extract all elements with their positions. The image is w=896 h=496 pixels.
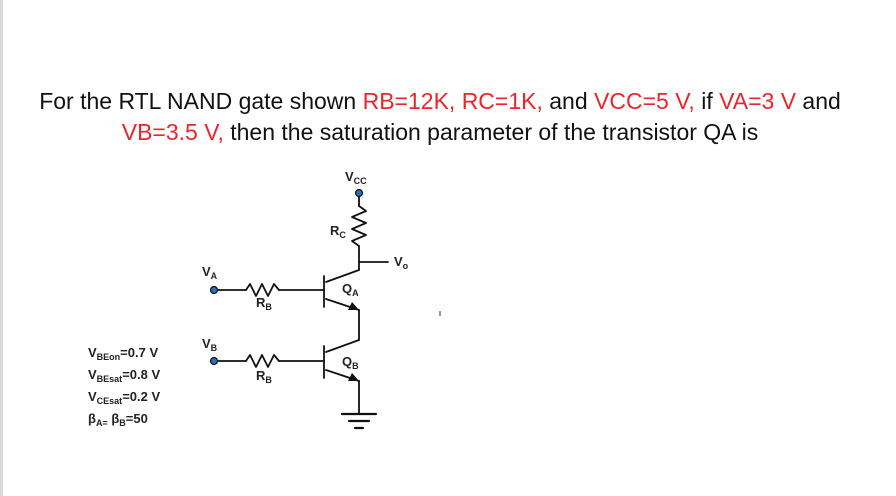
qb-emitter-arrow	[348, 373, 359, 381]
qa-emitter-arrow	[348, 302, 359, 310]
qa-collector-lead	[325, 269, 360, 283]
slide-left-border	[0, 0, 3, 496]
vb-label: VB	[202, 336, 218, 353]
rc-label: RC	[330, 223, 346, 240]
va-terminal	[209, 285, 219, 295]
question-text: For the RTL NAND gate shown RB=12K, RC=1…	[0, 86, 880, 148]
transistor-parameters: VBEon=0.7 V VBEsat=0.8 V VCEsat=0.2 V βA…	[88, 344, 160, 432]
qb-collector-lead	[325, 339, 360, 353]
rb-bottom-resistor	[245, 354, 280, 368]
vcc-label: VCC	[345, 169, 367, 186]
param-vbesat: VBEsat=0.8 V	[88, 367, 161, 384]
rc-resistor	[351, 205, 367, 247]
param-vbeon: VBEon=0.7 V	[88, 345, 159, 362]
vb-terminal	[209, 356, 219, 366]
param-beta: βA= βB=50	[88, 411, 148, 428]
qb-label: QB	[342, 354, 359, 371]
rb-top-label: RB	[256, 295, 272, 312]
question-line-1: For the RTL NAND gate shown RB=12K, RC=1…	[39, 88, 841, 114]
rb-top-resistor	[245, 283, 280, 297]
rb-bottom-label: RB	[256, 368, 272, 385]
param-vcesat: VCEsat=0.2 V	[88, 389, 161, 406]
vo-label: Vo	[394, 254, 409, 271]
qa-label: QA	[342, 281, 359, 298]
vcc-terminal	[354, 188, 364, 198]
question-line-2: VB=3.5 V, then the saturation parameter …	[121, 119, 759, 145]
va-label: VA	[202, 264, 218, 281]
